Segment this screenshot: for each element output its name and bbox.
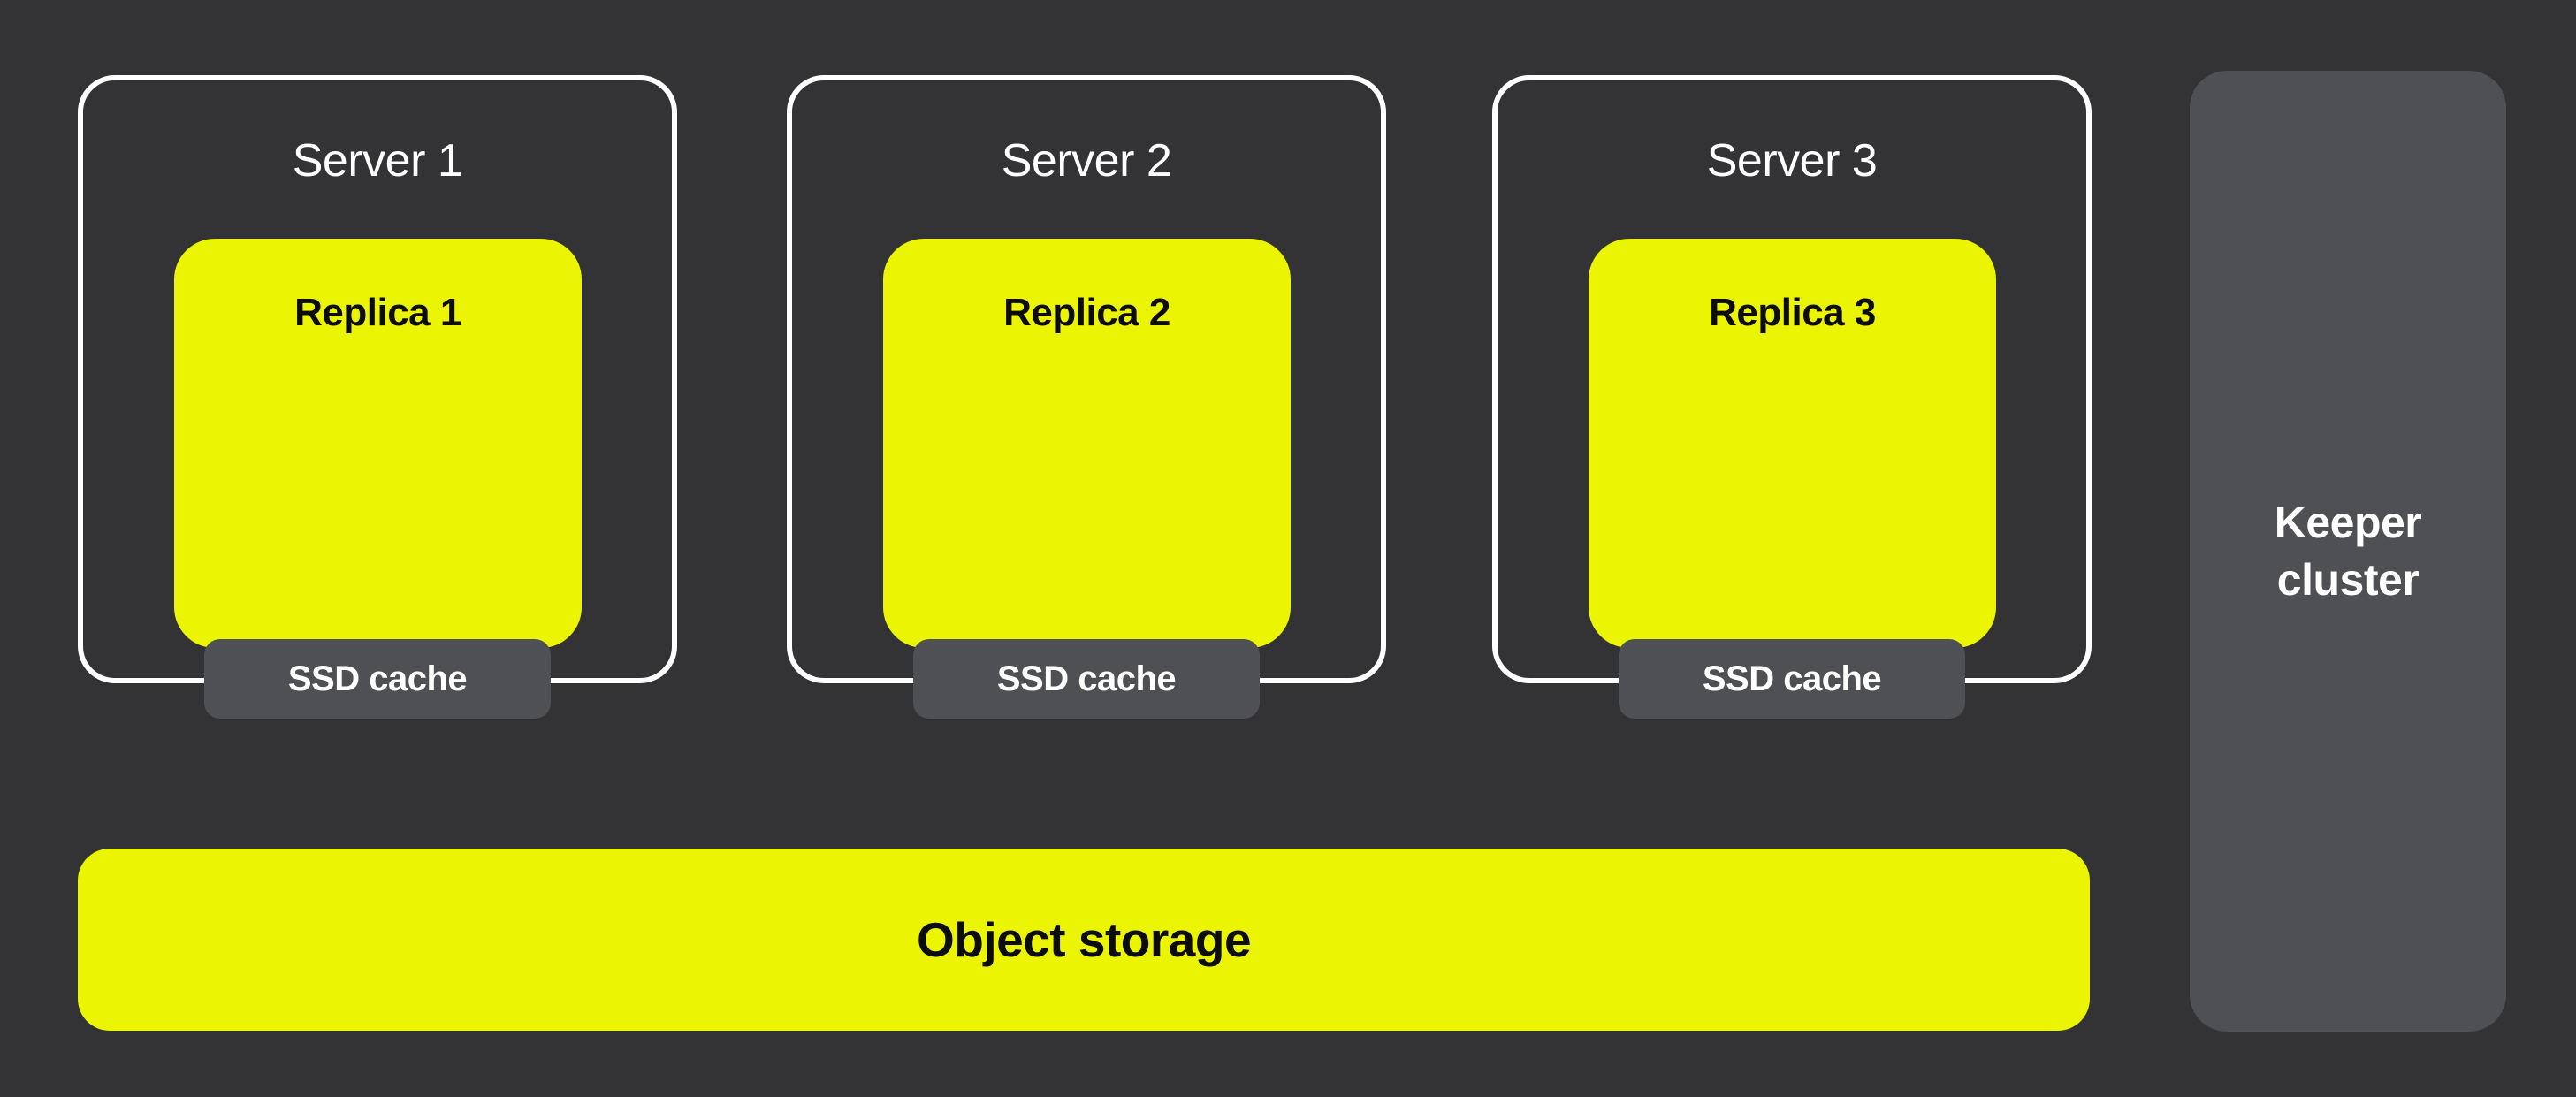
server-2-label: Server 2: [1001, 135, 1172, 187]
replica-2-box: Replica 2: [883, 239, 1291, 648]
ssd-cache-1-label: SSD cache: [287, 659, 468, 698]
server-2-box: Server 2 Replica 2 SSD cache: [787, 75, 1386, 719]
ssd-cache-2-label: SSD cache: [996, 659, 1177, 698]
object-storage-label: Object storage: [916, 912, 1252, 967]
replica-3-label: Replica 3: [1709, 291, 1876, 334]
object-storage-box: Object storage: [78, 849, 2090, 1031]
ssd-cache-3-label: SSD cache: [1702, 659, 1882, 698]
server-1-label: Server 1: [292, 135, 463, 187]
server-1-box: Server 1 Replica 1 SSD cache: [78, 75, 677, 719]
ssd-cache-3-box: SSD cache: [1619, 639, 1965, 719]
replica-3-box: Replica 3: [1589, 239, 1996, 648]
ssd-cache-1-box: SSD cache: [204, 639, 551, 719]
replica-1-label: Replica 1: [294, 291, 461, 334]
server-3-box: Server 3 Replica 3 SSD cache: [1492, 75, 2092, 719]
keeper-cluster-label: Keeper cluster: [2274, 497, 2422, 605]
keeper-cluster-box: Keeper cluster: [2190, 71, 2506, 1032]
server-3-label: Server 3: [1706, 135, 1878, 187]
ssd-cache-2-box: SSD cache: [913, 639, 1260, 719]
replica-1-box: Replica 1: [174, 239, 582, 648]
replica-2-label: Replica 2: [1003, 291, 1170, 334]
